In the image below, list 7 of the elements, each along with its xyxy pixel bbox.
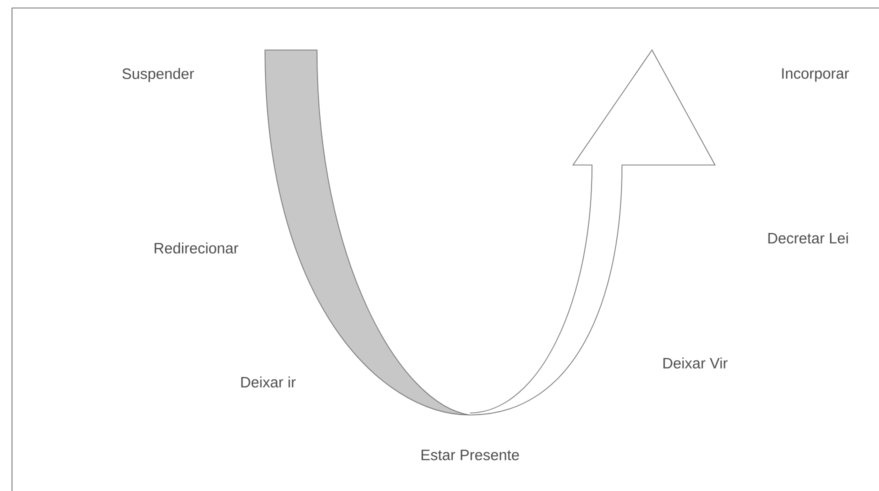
stage-label: Suspender	[122, 68, 194, 82]
stage-label: Deixar ir	[241, 376, 296, 388]
stage-label: Redirecionar	[154, 242, 238, 254]
stage-label: Estar Presente	[422, 450, 519, 460]
stage-label: Incorporar	[782, 68, 849, 82]
stage-label: Deixar Vir	[663, 358, 728, 368]
stage-label: Decretar Lei	[768, 232, 848, 244]
